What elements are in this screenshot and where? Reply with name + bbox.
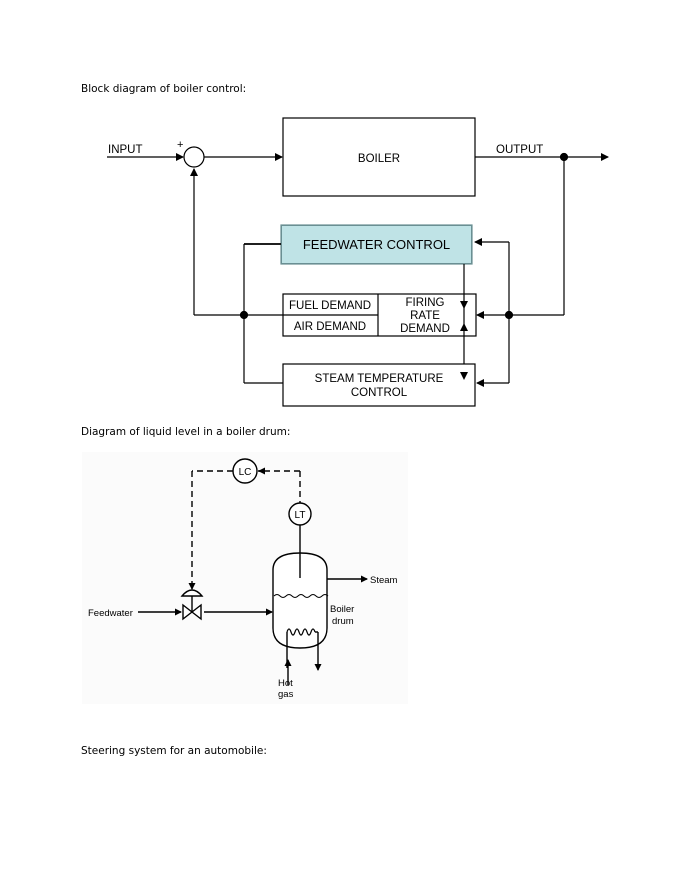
boiler-drum-label-1: Boiler: [330, 604, 354, 615]
lt-label: LT: [295, 510, 306, 521]
inner-arrows: [460, 301, 468, 380]
input-label: INPUT: [108, 144, 143, 156]
plus-sign: +: [177, 139, 183, 151]
steam-label: Steam: [370, 575, 398, 586]
caption-liquid-level: Diagram of liquid level in a boiler drum…: [81, 426, 291, 438]
output-label: OUTPUT: [496, 144, 543, 156]
steam-temp-label-1: STEAM TEMPERATURE: [315, 373, 444, 385]
caption-steering: Steering system for an automobile:: [81, 745, 267, 757]
drum-diagram: LC LT Steam Feedwater Boiler drum Hot ga…: [82, 452, 408, 704]
steam-temperature-block: [282, 363, 476, 407]
demand-block: [282, 293, 477, 337]
firing-rate-label-3: DEMAND: [400, 323, 450, 335]
caption-boiler-control: Block diagram of boiler control:: [81, 83, 247, 95]
boiler-label: BOILER: [358, 153, 400, 165]
block-diagram: [107, 117, 609, 407]
feedwater-control-fill: FEEDWATER CONTROL: [281, 225, 472, 264]
feedwater-control-label: FEEDWATER CONTROL: [302, 237, 451, 252]
lc-label: LC: [239, 467, 252, 478]
steam-temp-label-2: CONTROL: [351, 387, 408, 399]
hot-gas-label-1: Hot: [278, 678, 293, 689]
air-demand-label: AIR DEMAND: [294, 321, 366, 333]
firing-rate-label-2: RATE: [410, 310, 440, 322]
hot-gas-label-2: gas: [278, 689, 294, 700]
summing-junction: [183, 146, 205, 168]
firing-rate-label-1: FIRING: [406, 297, 445, 309]
level-controller: [232, 458, 258, 484]
boiler-drum-label-2: drum: [332, 616, 354, 627]
feedwater-label: Feedwater: [88, 608, 133, 619]
level-transmitter: [288, 502, 312, 526]
fuel-demand-label: FUEL DEMAND: [289, 300, 371, 312]
